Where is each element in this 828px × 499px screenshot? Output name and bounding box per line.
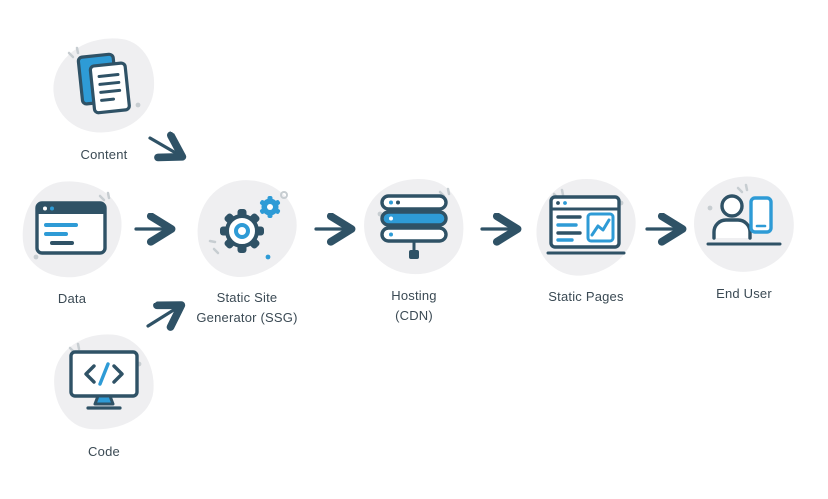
- ssg-label: Static Site Generator (SSG): [196, 288, 297, 327]
- node-content: Content: [39, 30, 169, 165]
- ssg-label-line-2: Generator (SSG): [196, 309, 298, 325]
- node-code: Code: [39, 329, 169, 462]
- static-pages-label-line: Static Pages: [548, 289, 624, 304]
- hosting-icon-wrap: [356, 170, 472, 282]
- end-user-icon-wrap: [688, 170, 800, 278]
- end-user-label-line: End User: [716, 286, 772, 301]
- node-data: Data: [7, 176, 137, 309]
- content-label: Content: [81, 145, 128, 165]
- code-label: Code: [88, 442, 120, 462]
- hosting-label-line-1: Hosting: [391, 288, 437, 303]
- ssg-label-line-1: Static Site: [216, 290, 278, 305]
- node-static-pages: Static Pages: [521, 174, 651, 307]
- browser-data-icon: [33, 191, 111, 260]
- gears-icon: [208, 191, 288, 260]
- node-ssg: Static Site Generator (SSG): [182, 173, 312, 327]
- data-label: Data: [58, 289, 86, 309]
- hosting-label: Hosting (CDN): [391, 286, 436, 325]
- node-end-user: End User: [679, 170, 809, 304]
- code-icon-wrap: [50, 329, 158, 435]
- code-monitor-icon: [68, 342, 142, 410]
- arrow-code-to-ssg: [146, 306, 180, 326]
- data-label-line: Data: [57, 291, 87, 306]
- code-label-line: Code: [88, 444, 120, 459]
- static-pages-label: Static Pages: [548, 287, 623, 307]
- content-label-line: Content: [80, 147, 128, 162]
- node-hosting: Hosting (CDN): [349, 170, 479, 325]
- documents-icon: [67, 46, 141, 115]
- ssg-icon-wrap: [190, 173, 304, 283]
- server-icon: [377, 187, 451, 259]
- end-user-label: End User: [716, 284, 772, 304]
- data-icon-wrap: [17, 176, 127, 282]
- webpage-icon: [546, 188, 626, 255]
- hosting-label-line-2: (CDN): [395, 307, 433, 323]
- static-pages-icon-wrap: [532, 174, 640, 280]
- person-phone-icon: [706, 183, 782, 246]
- content-icon-wrap: [47, 30, 161, 140]
